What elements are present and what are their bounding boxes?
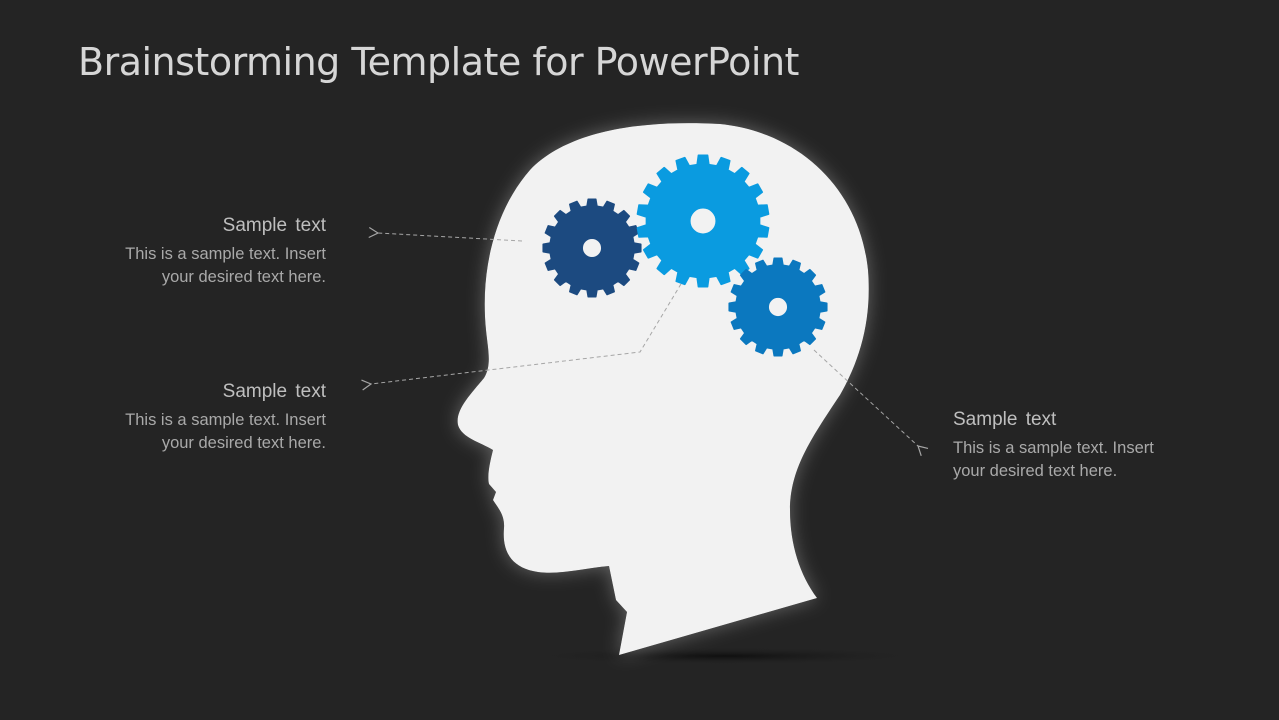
medium-blue-gear-icon bbox=[728, 257, 828, 357]
slide-title: Brainstorming Template for PowerPoint bbox=[78, 40, 799, 84]
callout-body-line-1: This is a sample text. Insert bbox=[125, 245, 326, 263]
callout-heading: Sample text bbox=[953, 409, 1057, 430]
callout-body-line-2: your desired text here. bbox=[161, 268, 326, 286]
callout-body-line-1: This is a sample text. Insert bbox=[125, 411, 326, 429]
callout-body-line-2: your desired text here. bbox=[953, 462, 1118, 480]
floor-shadow bbox=[520, 647, 930, 665]
light-blue-gear-icon bbox=[636, 154, 770, 288]
connector-right bbox=[813, 349, 918, 446]
callout-body-line-2: your desired text here. bbox=[161, 434, 326, 452]
callout-right: Sample text This is a sample text. Inser… bbox=[953, 409, 1213, 483]
callout-heading: Sample text bbox=[222, 215, 326, 236]
connector-middle-left bbox=[371, 283, 682, 384]
dark-blue-gear-icon bbox=[542, 198, 642, 298]
callout-heading: Sample text bbox=[222, 381, 326, 402]
gears-group bbox=[542, 154, 828, 357]
callout-body-line-1: This is a sample text. Insert bbox=[953, 439, 1154, 457]
connector-top-left bbox=[378, 233, 523, 242]
callout-top-left: Sample text This is a sample text. Inser… bbox=[66, 215, 326, 289]
callout-middle-left: Sample text This is a sample text. Inser… bbox=[66, 381, 326, 455]
